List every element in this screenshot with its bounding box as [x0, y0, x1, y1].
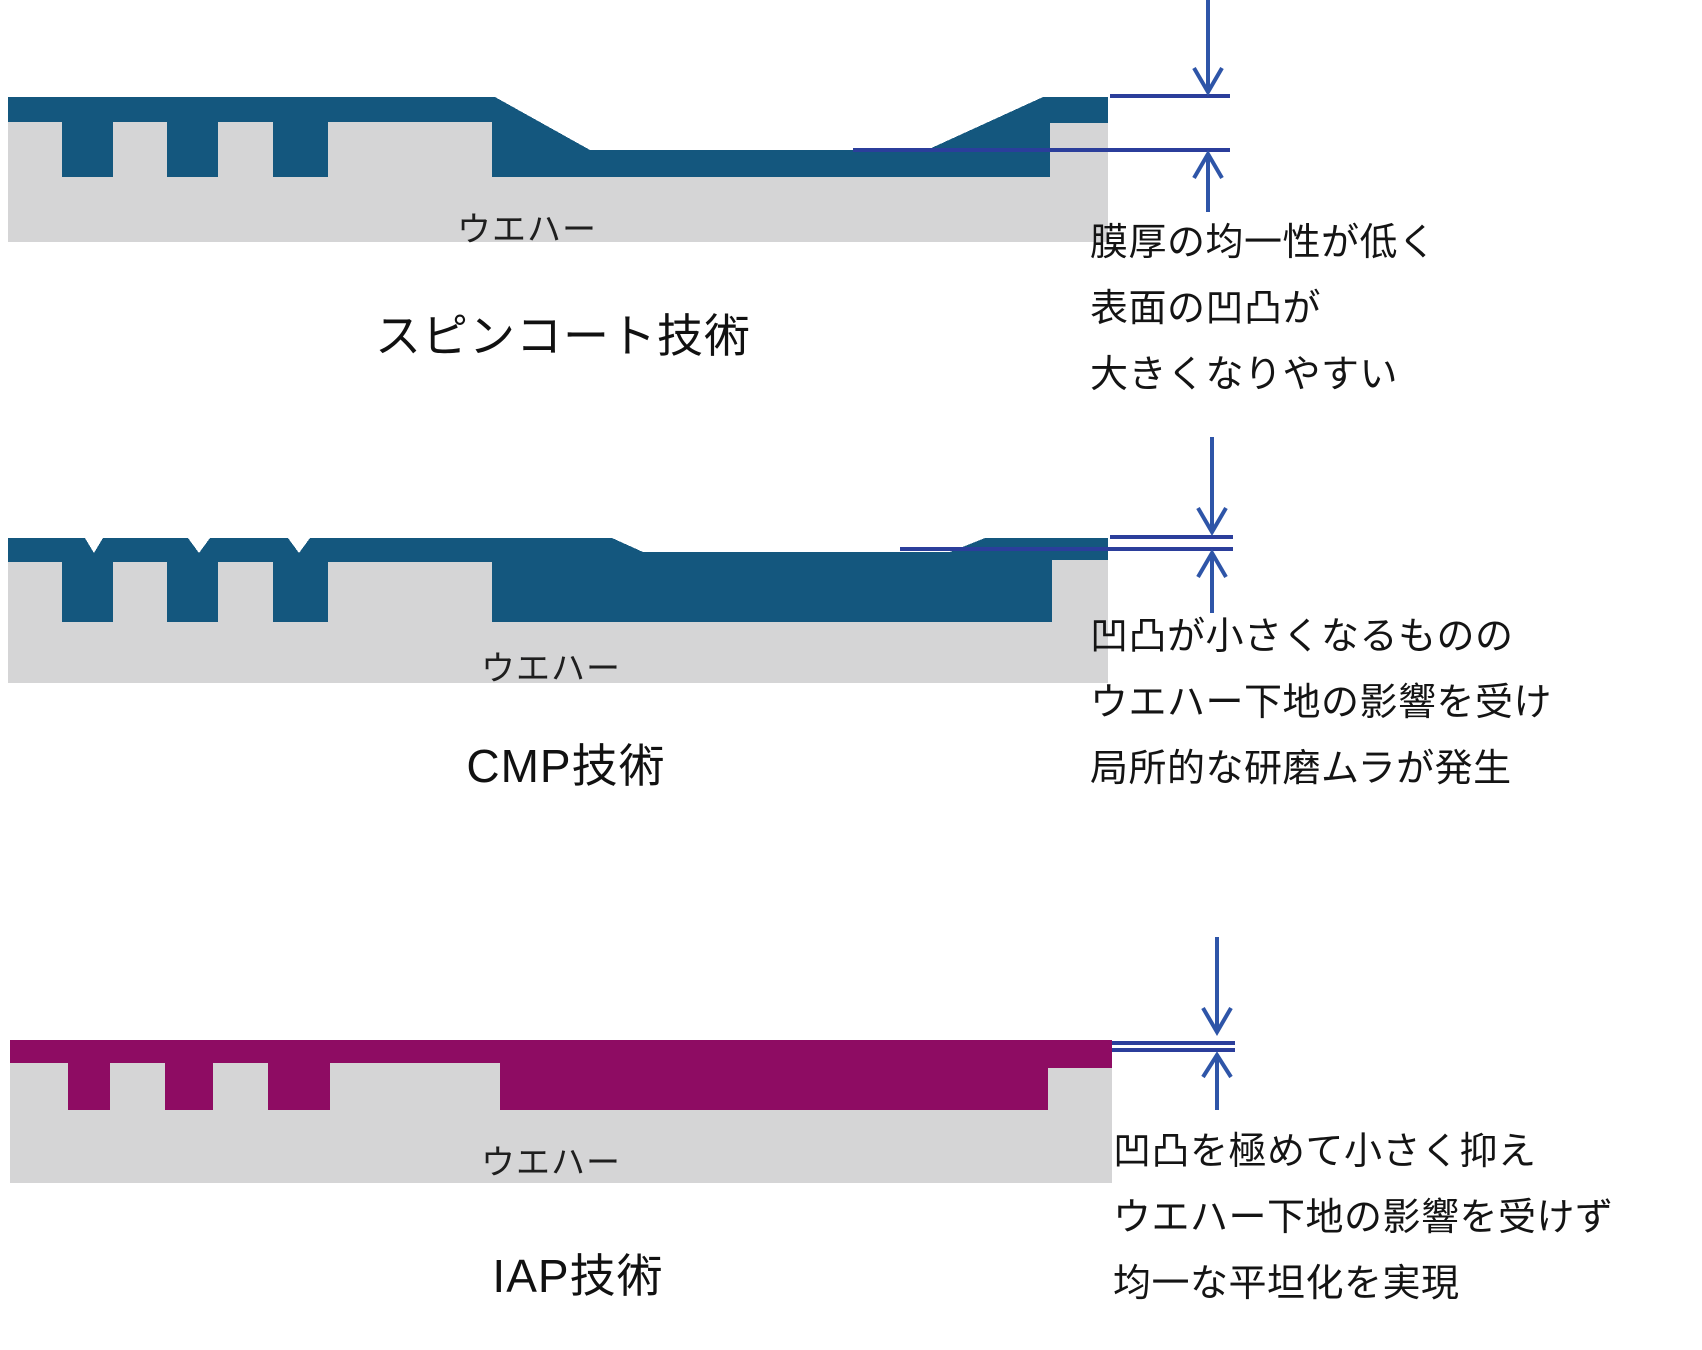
annotation-line: ウエハー下地の影響を受けず	[1113, 1197, 1614, 1239]
diagram-title-spin-coat: スピンコート技術	[375, 310, 751, 362]
diagram-title-cmp: CMP技術	[466, 740, 666, 792]
annotation-line: 凹凸が小さくなるものの	[1090, 616, 1514, 658]
film-layer-iap	[10, 1040, 1112, 1110]
wafer-label-3: ウエハー	[481, 1144, 621, 1182]
annotation-note-iap: 凹凸を極めて小さく抑え ウエハー下地の影響を受けず 均一な平坦化を実現	[1113, 1119, 1614, 1317]
annotation-line: 表面の凹凸が	[1090, 288, 1322, 330]
film-layer-spin-coat	[8, 97, 1108, 177]
up-arrowhead-icon-3	[1201, 1051, 1233, 1079]
down-arrowhead-icon-2	[1196, 506, 1228, 536]
wafer-label-2: ウエハー	[481, 650, 621, 688]
down-arrowhead-icon-3	[1201, 1006, 1233, 1036]
annotation-note-spin-coat: 膜厚の均一性が低く 表面の凹凸が 大きくなりやすい	[1090, 210, 1437, 408]
annotation-line: 局所的な研磨ムラが発生	[1090, 748, 1512, 790]
wafer-label-1: ウエハー	[457, 211, 597, 249]
up-arrowhead-icon-1	[1192, 150, 1224, 180]
wafer-cross-section-1	[8, 122, 1108, 242]
up-arrowhead-icon-2	[1196, 549, 1228, 579]
wafer-cross-section-2	[8, 560, 1108, 683]
down-arrowhead-icon-1	[1192, 66, 1224, 96]
annotation-line: 均一な平坦化を実現	[1113, 1263, 1460, 1305]
diagram-title-iap: IAP技術	[492, 1250, 664, 1302]
film-layer-cmp	[8, 538, 1108, 622]
annotation-line: ウエハー下地の影響を受け	[1090, 682, 1553, 724]
annotation-line: 膜厚の均一性が低く	[1090, 222, 1437, 264]
annotation-line: 凹凸を極めて小さく抑え	[1113, 1131, 1537, 1173]
annotation-line: 大きくなりやすい	[1090, 354, 1399, 396]
annotation-note-cmp: 凹凸が小さくなるものの ウエハー下地の影響を受け 局所的な研磨ムラが発生	[1090, 604, 1552, 802]
wafer-cross-section-3	[10, 1063, 1112, 1183]
